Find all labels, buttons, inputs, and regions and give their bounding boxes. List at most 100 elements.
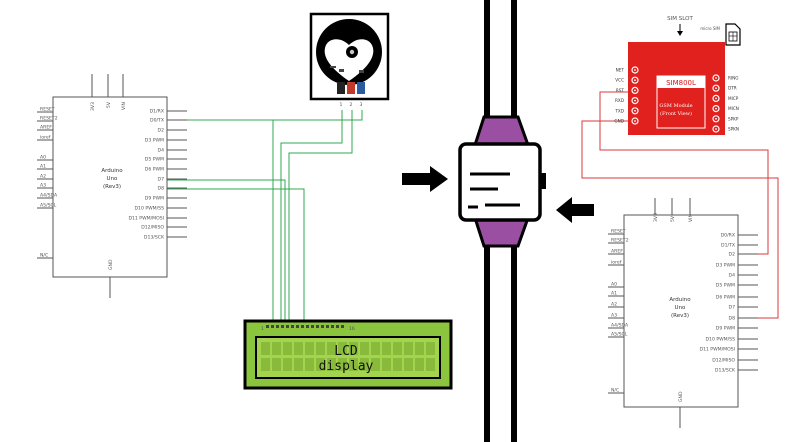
lcd-header-pin bbox=[331, 325, 334, 328]
arrow-down-icon bbox=[677, 31, 683, 36]
arduino2-right-pin-label: D6 PWM bbox=[716, 295, 735, 301]
smartwatch bbox=[458, 0, 546, 442]
lcd-char-cell bbox=[393, 358, 402, 371]
sim-right-pin-hole-center bbox=[715, 107, 717, 110]
lcd-char-cell bbox=[338, 342, 347, 355]
lcd-header-pin bbox=[276, 325, 279, 328]
arduino2-left-pin-label: A3 bbox=[611, 313, 617, 319]
arduino2-right-pin-label: D11 PWM/MOSI bbox=[699, 347, 735, 353]
lcd-char-cell bbox=[426, 358, 435, 371]
sim-card-icon bbox=[725, 23, 741, 46]
arduino1-left-pin-label: A5/SCL bbox=[40, 203, 57, 209]
sim-right-pin-label: SPKN bbox=[728, 127, 739, 132]
arduino2-right-pin-label: D13/SCK bbox=[715, 368, 736, 374]
sim-left-pin-hole-center bbox=[634, 120, 636, 122]
lcd-char-cell bbox=[283, 358, 292, 371]
arduino2-left-pin-label: A2 bbox=[611, 302, 617, 308]
heartbeat-sensor: 1 2 3 bbox=[309, 12, 390, 108]
sim-left-pin-label: VCC bbox=[615, 78, 624, 83]
arduino1-left-pin-label: N/C bbox=[40, 253, 48, 259]
arduino1-top-pin-3v3: 3V3 bbox=[90, 102, 96, 111]
lcd-header-pin bbox=[311, 325, 314, 328]
lcd-char-cell bbox=[415, 342, 424, 355]
arduino2-right-pin-label: D8 bbox=[729, 316, 736, 322]
lcd-char-cell bbox=[305, 342, 314, 355]
arduino1-left-pin-label: ioref bbox=[40, 135, 51, 141]
arduino2-bottom-pin-gnd: GND bbox=[678, 391, 684, 402]
lcd-header-pin bbox=[301, 325, 304, 328]
lcd-line-1: LCD bbox=[334, 344, 358, 359]
arduino1-left-pin-label: RESET2 bbox=[40, 116, 58, 122]
lcd-char-cell bbox=[294, 342, 303, 355]
arduino2-right-pin-label: D10 PWM/SS bbox=[706, 337, 736, 343]
arduino1-left-pin-label: A4/SDA bbox=[40, 193, 58, 199]
green-wires bbox=[162, 110, 363, 328]
sensor-pin-2: 2 bbox=[350, 102, 353, 108]
lcd-char-cell bbox=[404, 342, 413, 355]
lcd-char-cell bbox=[382, 358, 391, 371]
arduino-uno-2: 3V3 5V VIN GND Arduino Uno (Rev3) bbox=[608, 198, 758, 428]
lcd-header-pin bbox=[281, 325, 284, 328]
arduino1-left-pin-label: A3 bbox=[40, 183, 46, 189]
arduino1-right-pin-label: D12/MISO bbox=[141, 225, 164, 231]
arduino1-right-pin-label: D10 PWM/SS bbox=[135, 206, 165, 212]
arrow-right-icon bbox=[402, 166, 448, 192]
sim-left-pin-hole-center bbox=[634, 69, 636, 71]
arduino2-left-pin-label: ioref bbox=[611, 260, 622, 266]
lcd-char-cell bbox=[283, 342, 292, 355]
arduino2-left-pin-label: A0 bbox=[611, 282, 617, 288]
red-wires bbox=[581, 91, 779, 319]
sim-desc-line-2: (Front View) bbox=[660, 110, 692, 117]
arduino2-right-pin-label: D12/MISO bbox=[712, 358, 735, 364]
arduino1-left-pin-label: RESET bbox=[40, 107, 55, 113]
arduino2-right-pin-label: D0/RX bbox=[721, 233, 735, 239]
sim800l-module: SIM SLOT micro SIM SIM800L GSM Module (F… bbox=[614, 16, 741, 135]
lcd-header-pin bbox=[296, 325, 299, 328]
lcd-char-cell bbox=[316, 342, 325, 355]
lcd-char-cell bbox=[349, 342, 358, 355]
sim-left-pin-hole-center bbox=[634, 109, 636, 112]
arduino1-left-pin-label: A1 bbox=[40, 164, 46, 170]
lcd-header-pin bbox=[336, 325, 339, 328]
lcd-header-pin bbox=[271, 325, 274, 328]
arduino1-left-pin-label: A0 bbox=[40, 155, 46, 161]
sim-right-pin-hole-center bbox=[715, 128, 717, 130]
arduino2-left-pin-label: A4/SDA bbox=[611, 323, 629, 329]
sim-right-pin-hole-center bbox=[715, 87, 717, 90]
arduino2-right-pin-label: D2 bbox=[729, 252, 736, 258]
lcd-pin-first-number: 1 bbox=[261, 326, 264, 332]
lcd-char-cell bbox=[327, 342, 336, 355]
arduino1-title-model: Uno bbox=[107, 176, 119, 182]
sim-right-pin-label: DTR bbox=[728, 86, 737, 91]
lcd-char-cell bbox=[415, 358, 424, 371]
sim-right-pin-hole-center bbox=[715, 77, 717, 79]
sim-right-pin-label: SPKP bbox=[728, 116, 739, 121]
lcd-char-cell bbox=[371, 358, 380, 371]
sim-right-pin-hole-center bbox=[715, 97, 717, 100]
lcd-char-cell bbox=[261, 358, 270, 371]
lcd-char-cell bbox=[305, 358, 314, 371]
sim-left-pin-hole-center bbox=[634, 99, 636, 102]
arduino1-title: Arduino bbox=[101, 168, 123, 174]
lcd-pin-last-number: 16 bbox=[349, 326, 355, 332]
lcd-char-cell bbox=[316, 358, 325, 371]
watch-face bbox=[458, 142, 542, 222]
sim-left-pin-label: NET bbox=[616, 68, 625, 73]
lcd-header-pin bbox=[306, 325, 309, 328]
lcd-char-cell bbox=[426, 342, 435, 355]
arduino1-right-pin-label: D3 PWM bbox=[145, 138, 164, 144]
lcd-char-cell bbox=[360, 342, 369, 355]
sim-desc-line-1: GSM Module bbox=[659, 103, 692, 109]
arduino1-right-pin-label: D13/SCK bbox=[144, 235, 165, 241]
lcd-header-pin bbox=[321, 325, 324, 328]
arduino1-right-pin-label: D6 PWM bbox=[145, 167, 164, 173]
arduino1-right-pin-label: D0/TX bbox=[150, 118, 164, 124]
sim-left-pin-label: GND bbox=[614, 119, 624, 124]
arduino1-title-rev: (Rev3) bbox=[103, 184, 121, 190]
sim-left-pin-label: RST bbox=[616, 88, 625, 93]
arduino1-right-pin-label: D4 bbox=[158, 148, 165, 154]
arduino2-left-pin-label: A5/SCL bbox=[611, 332, 628, 338]
